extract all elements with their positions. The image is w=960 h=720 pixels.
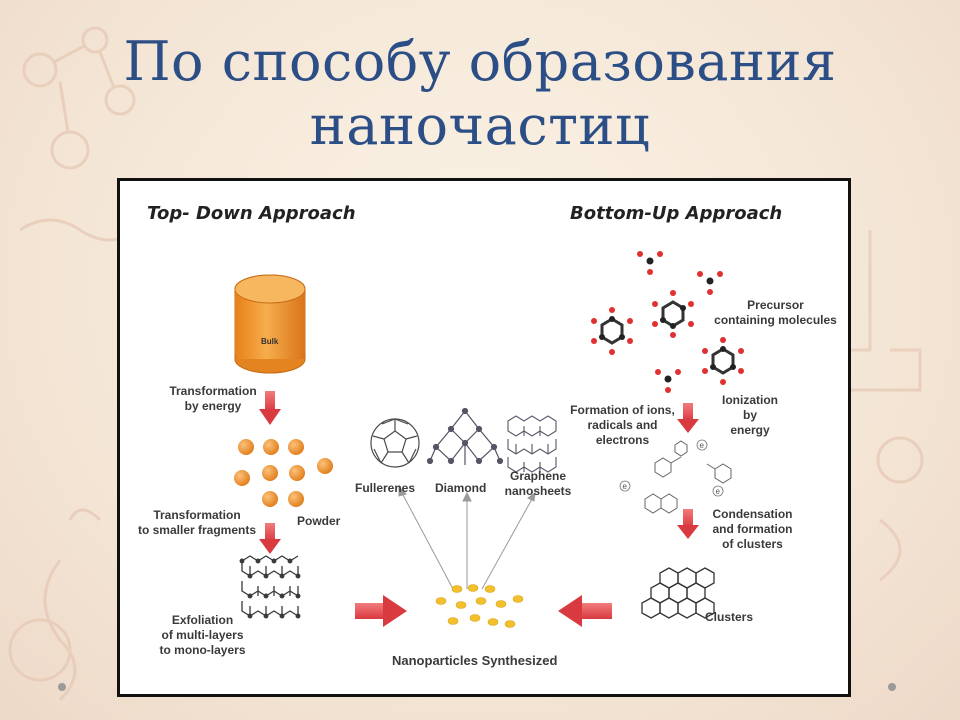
thin-arrows xyxy=(398,485,536,590)
powder-particles xyxy=(234,439,333,507)
layered-graphene-sheets xyxy=(239,555,301,619)
top-down-approach-heading: Top- Down Approach xyxy=(147,203,356,224)
exfoliation-label: Exfoliation of multi-layers to mono-laye… xyxy=(159,613,246,657)
precursor-label: Precursor containing molecules xyxy=(714,298,837,327)
fullerene-structure xyxy=(370,418,420,468)
ionization-label: Ionization by energy xyxy=(722,393,778,437)
arrow-down-1 xyxy=(259,391,281,425)
bulk-cylinder xyxy=(234,274,306,374)
transformation-energy-label: Transformation by energy xyxy=(169,384,257,413)
condensation-label: Condensation and formation of clusters xyxy=(712,507,793,551)
formation-ions-label: Formation of ions, radicals and electron… xyxy=(570,403,675,447)
arrow-right-into-nanoparticles xyxy=(355,595,407,627)
arrow-left-into-nanoparticles xyxy=(558,595,612,627)
nanoparticle-synthesis-figure: e e e Top- Down Approach Bottom-Up Appro… xyxy=(117,178,851,697)
graphene-nanosheets-label: Graphene nanosheets xyxy=(504,469,572,498)
clusters-label: Clusters xyxy=(705,610,754,624)
arrow-down-right-2 xyxy=(677,509,699,539)
precursor-molecules xyxy=(591,251,744,393)
arrow-down-right-1 xyxy=(677,403,699,433)
diamond-label: Diamond xyxy=(435,481,487,495)
bottom-up-approach-heading: Bottom-Up Approach xyxy=(570,203,783,224)
slide-title-line-1: По способу образования xyxy=(123,30,837,93)
electron-label-1: e xyxy=(700,441,705,450)
nanoparticles xyxy=(435,584,524,628)
slide-nav-dot-right[interactable] xyxy=(888,683,896,691)
powder-label: Powder xyxy=(297,514,341,528)
bulk-label: Bulk xyxy=(261,337,279,346)
transformation-fragments-label: Transformation to smaller fragments xyxy=(137,508,257,537)
fullerenes-label: Fullerenes xyxy=(355,481,416,495)
ion-radical-fragments xyxy=(644,440,732,514)
nanoparticles-synthesized-label: Nanoparticles Synthesized xyxy=(392,653,558,668)
slide-title-line-2: наночастиц xyxy=(309,94,651,157)
electron-label-2: e xyxy=(623,482,628,491)
arrow-down-2 xyxy=(259,523,281,554)
diamond-structure xyxy=(426,407,504,465)
slide-nav-dot-left[interactable] xyxy=(58,683,66,691)
cluster-honeycomb xyxy=(641,567,715,619)
figure-graphics: e e e xyxy=(234,251,744,628)
electron-symbols: e e e xyxy=(619,439,724,497)
graphene-nanosheets-structure xyxy=(507,415,557,473)
electron-label-3: e xyxy=(716,487,721,496)
slide-title: По способу образования наночастиц xyxy=(0,30,960,158)
